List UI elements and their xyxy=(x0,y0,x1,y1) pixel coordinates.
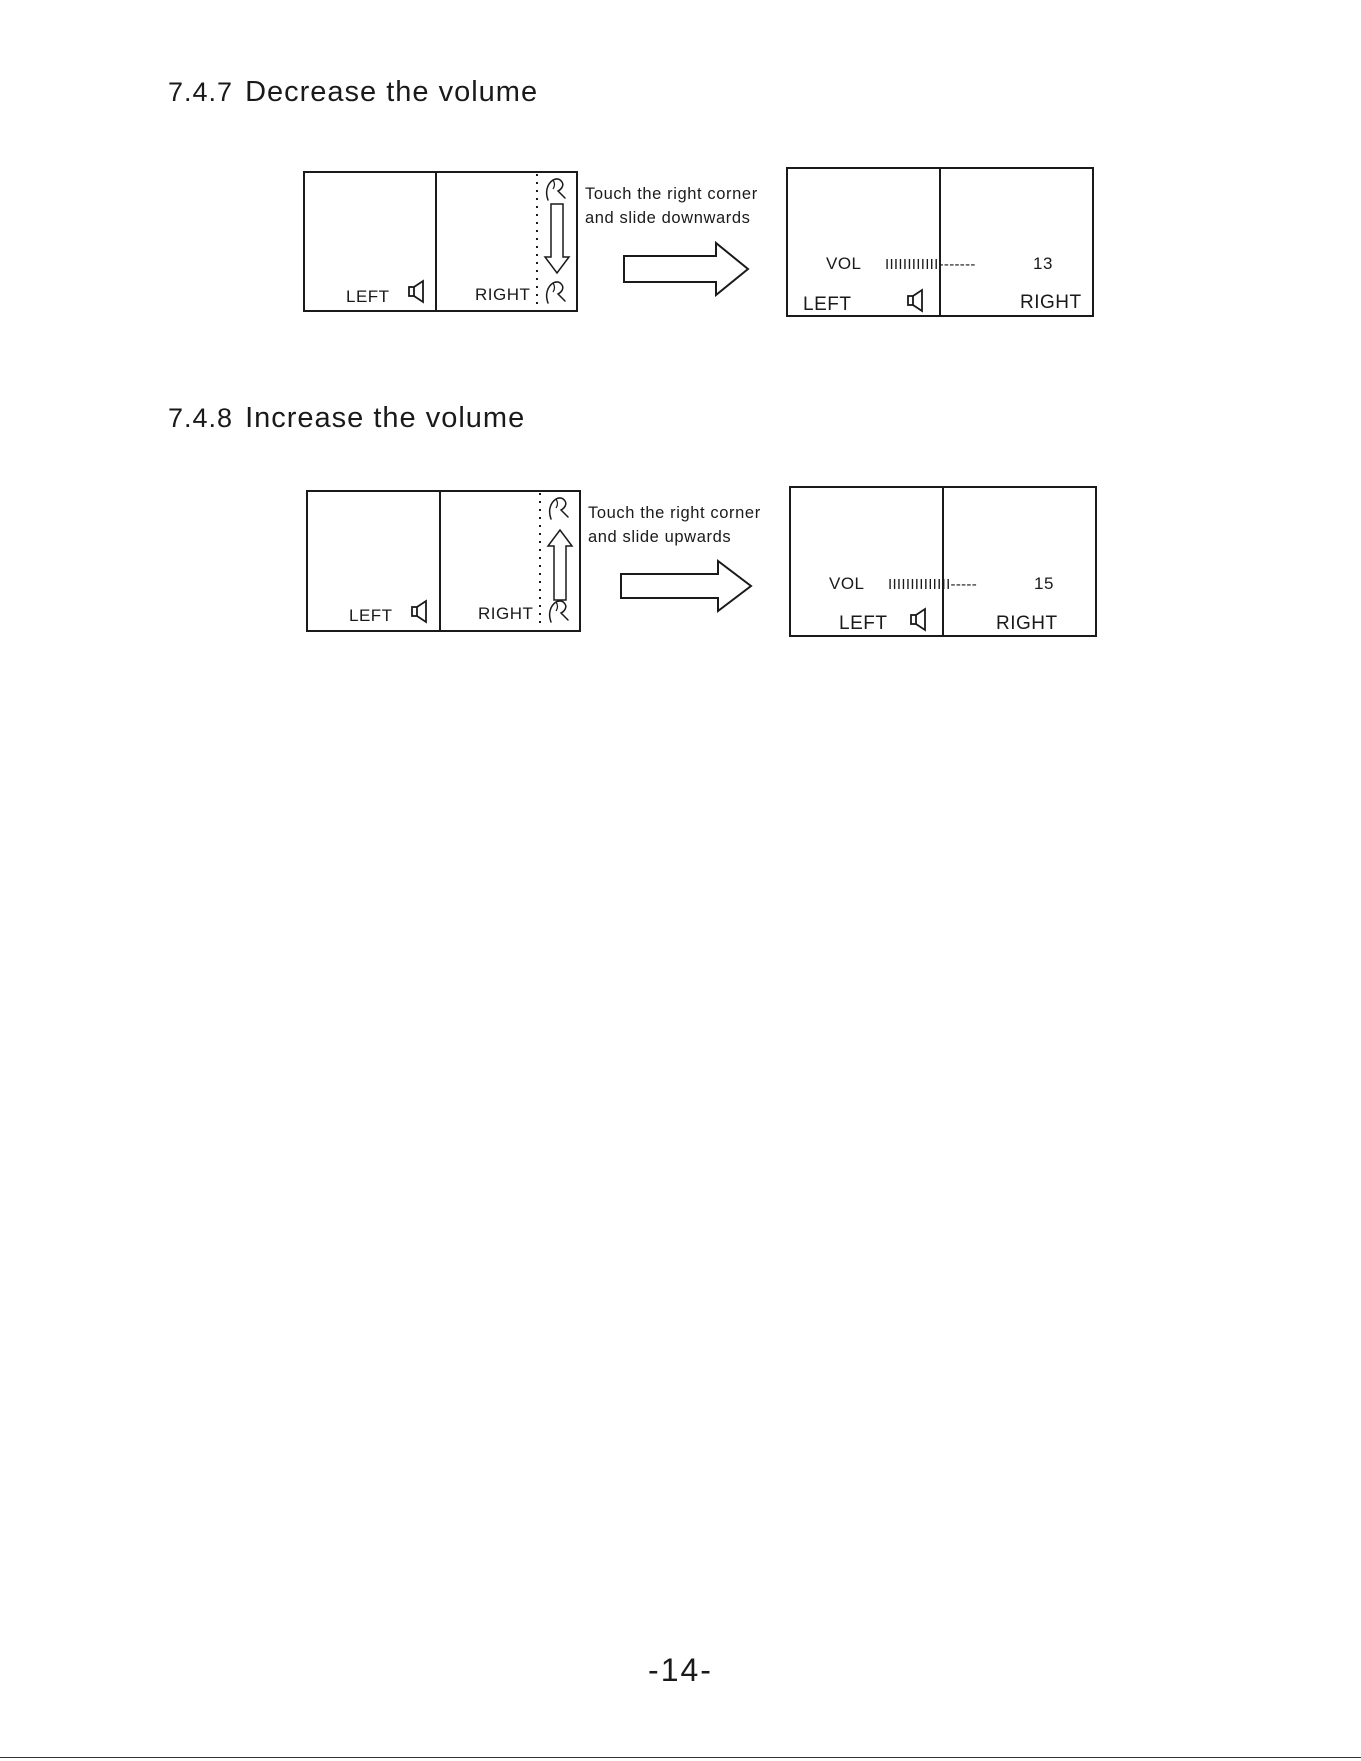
finger-touch-icon xyxy=(547,282,565,303)
page-bottom-rule xyxy=(0,1757,1361,1758)
arrow-up-icon xyxy=(548,530,572,600)
page-number: -14- xyxy=(0,1652,1361,1689)
speaker-icon xyxy=(911,609,925,630)
right-label: RIGHT xyxy=(1020,292,1082,313)
increase-diagram: LEFT RIGHT Touch the right corner and sl… xyxy=(307,487,1096,636)
vol-label: VOL xyxy=(826,254,862,273)
touch-screen-after: VOL IIIIIIIIIIII------- 13 LEFT RIGHT xyxy=(787,168,1093,316)
instruction-line: and slide downwards xyxy=(585,209,751,227)
volume-bar: IIIIIIIIIIII------- xyxy=(885,256,976,273)
right-label: RIGHT xyxy=(475,285,530,304)
arrow-right-icon xyxy=(621,561,751,611)
instruction-line: and slide upwards xyxy=(588,528,731,546)
finger-touch-icon xyxy=(550,498,568,519)
arrow-down-icon xyxy=(545,204,569,273)
decrease-diagram: LEFT RIGHT Touch the right corner and sl… xyxy=(304,168,1093,316)
left-label: LEFT xyxy=(839,613,887,634)
finger-touch-icon xyxy=(547,179,565,200)
volume-bar: IIIIIIIIIIIIII----- xyxy=(888,576,977,593)
right-label: RIGHT xyxy=(996,613,1058,634)
arrow-right-icon xyxy=(624,243,748,295)
touch-screen-before: LEFT RIGHT xyxy=(304,172,577,311)
speaker-icon xyxy=(409,281,423,302)
volume-value: 13 xyxy=(1033,254,1053,273)
speaker-icon xyxy=(412,601,426,622)
volume-diagrams: LEFT RIGHT Touch the right corner and sl… xyxy=(0,0,1361,700)
instruction-line: Touch the right corner xyxy=(588,504,761,522)
speaker-icon xyxy=(908,290,922,311)
finger-touch-icon xyxy=(550,601,568,622)
touch-screen-before: LEFT RIGHT xyxy=(307,491,580,631)
volume-value: 15 xyxy=(1034,574,1054,593)
touch-screen-after: VOL IIIIIIIIIIIIII----- 15 LEFT RIGHT xyxy=(790,487,1096,636)
right-label: RIGHT xyxy=(478,604,533,623)
vol-label: VOL xyxy=(829,574,865,593)
instruction-line: Touch the right corner xyxy=(585,185,758,203)
left-label: LEFT xyxy=(346,287,390,306)
left-label: LEFT xyxy=(803,294,851,315)
left-label: LEFT xyxy=(349,606,393,625)
